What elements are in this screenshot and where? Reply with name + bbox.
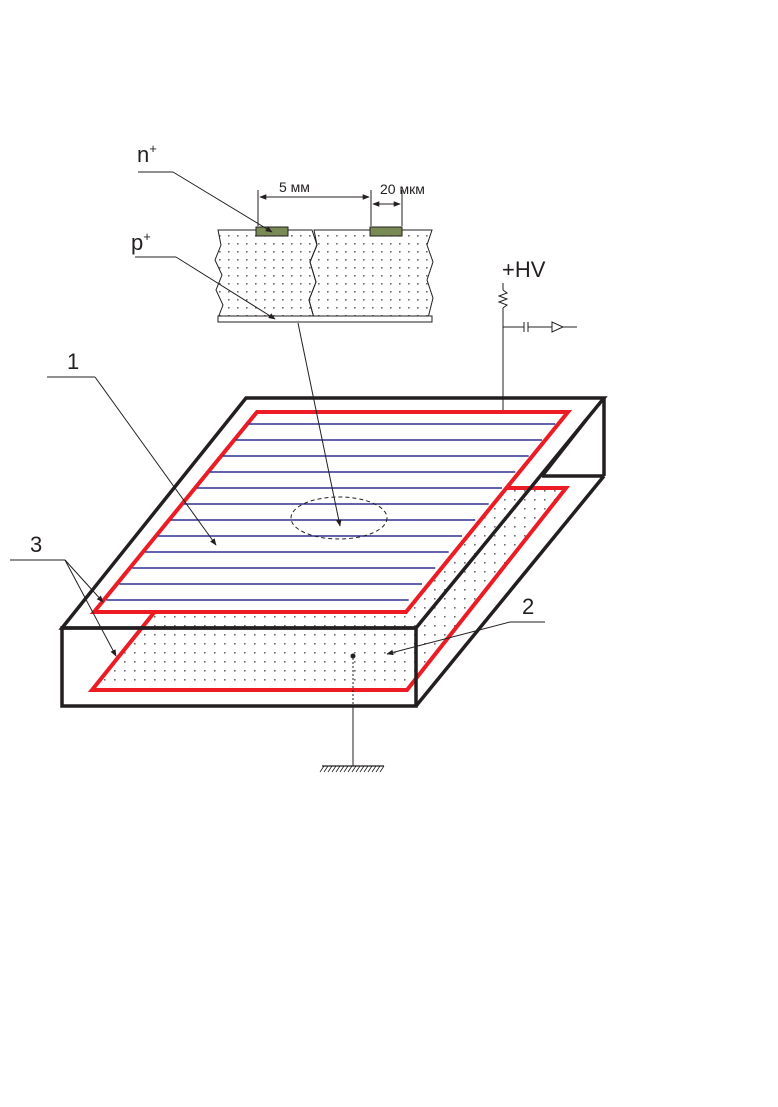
ground-hatch-mark: [351, 765, 357, 773]
p-plus-leader: [175, 256, 276, 320]
amplifier-icon: [551, 321, 565, 333]
callout-3-leader-b: [64, 559, 117, 657]
ground-hatch-mark: [319, 765, 325, 773]
ground-hatch-mark: [347, 765, 353, 773]
callout-1-label: 1: [67, 349, 79, 374]
ground-hatch-mark: [323, 765, 329, 773]
callout-1-leader: [94, 376, 217, 546]
hv-label: +HV: [502, 257, 546, 282]
detector-3d: 1 3 2: [10, 322, 608, 773]
top-wafer: [89, 410, 573, 614]
ground-hatch-mark: [367, 765, 373, 773]
cross-section: 5 мм 20 мкм n+ p+: [131, 141, 434, 323]
ground-hatch-mark: [327, 765, 333, 773]
p-plus-layer: [217, 315, 433, 323]
callout-3-leader-a: [64, 559, 104, 603]
ground-hatch-mark: [375, 765, 381, 773]
frame-bottom-edge: [414, 474, 606, 708]
ground-hatch-mark: [363, 765, 369, 773]
cross-section-right-block: [308, 229, 434, 319]
contact-point: [350, 653, 356, 659]
ground-hatch: [319, 765, 385, 773]
ground-hatch-mark: [359, 765, 365, 773]
ground-hatch-mark: [339, 765, 345, 773]
n-plus-implant-2: [369, 226, 403, 237]
ground-hatch-mark: [335, 765, 341, 773]
ellipse-leader: [297, 322, 342, 527]
cross-section-left-block: [214, 229, 318, 319]
zoom-region-ellipse: [290, 496, 388, 540]
callout-2-leader: [386, 621, 511, 656]
dim-pitch-label: 5 мм: [279, 179, 310, 195]
ground-hatch-mark: [331, 765, 337, 773]
strip-group: [106, 423, 556, 601]
hv-circuit: +HV: [497, 257, 577, 452]
dim-width-label: 20 мкм: [380, 181, 425, 197]
ground-hatch-mark: [371, 765, 377, 773]
ground-hatch-mark: [355, 765, 361, 773]
p-plus-label: p+: [131, 229, 151, 255]
n-plus-leader: [172, 171, 273, 233]
callout-3-label: 3: [30, 532, 42, 557]
frame-inner-edge-2: [540, 418, 588, 478]
resistor-icon: [497, 289, 509, 309]
ground-hatch-mark: [379, 765, 385, 773]
n-plus-label: n+: [137, 141, 157, 167]
callout-2-label: 2: [522, 594, 534, 619]
frame-front-face: [60, 626, 418, 708]
ground-hatch-mark: [343, 765, 349, 773]
